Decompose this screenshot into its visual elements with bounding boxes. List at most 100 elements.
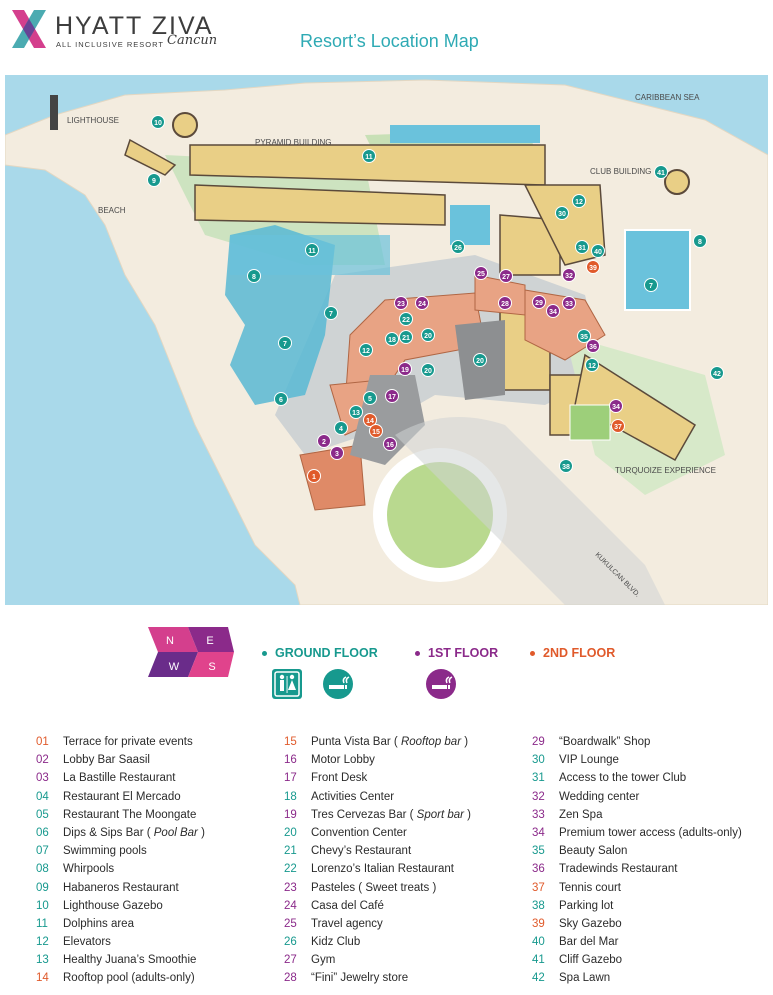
legend-item-name: Healthy Juana’s Smoothie — [63, 954, 197, 967]
map-marker-29[interactable]: 29 — [532, 295, 546, 309]
svg-text:7: 7 — [649, 283, 653, 290]
map-marker-38[interactable]: 38 — [559, 459, 573, 473]
map-marker-34[interactable]: 34 — [546, 304, 560, 318]
map-marker-11[interactable]: 11 — [362, 149, 376, 163]
map-marker-7[interactable]: 7 — [644, 278, 658, 292]
map-label-pyramid: PYRAMID BUILDING — [255, 138, 331, 147]
map-marker-7[interactable]: 7 — [324, 306, 338, 320]
map-marker-15[interactable]: 15 — [369, 424, 383, 438]
map-marker-18[interactable]: 18 — [385, 332, 399, 346]
map-marker-25[interactable]: 25 — [474, 266, 488, 280]
map-marker-30[interactable]: 30 — [555, 206, 569, 220]
map-marker-4[interactable]: 4 — [334, 421, 348, 435]
map-marker-37[interactable]: 37 — [611, 419, 625, 433]
map-marker-12[interactable]: 12 — [572, 194, 586, 208]
map-marker-33[interactable]: 33 — [562, 296, 576, 310]
svg-text:3: 3 — [335, 451, 339, 458]
map-marker-20[interactable]: 20 — [421, 363, 435, 377]
legend-item-name: Rooftop pool (adults-only) — [63, 972, 195, 985]
map-marker-41[interactable]: 41 — [654, 165, 668, 179]
restroom-icon — [272, 669, 302, 699]
legend-item-number: 01 — [36, 736, 49, 748]
map-marker-3[interactable]: 3 — [330, 446, 344, 460]
brand-tagline: ALL INCLUSIVE RESORT — [56, 40, 164, 49]
map-marker-7[interactable]: 7 — [278, 336, 292, 350]
legend-item-name: Bar del Mar — [559, 936, 619, 949]
legend-item-number: 06 — [36, 826, 49, 839]
map-marker-39[interactable]: 39 — [586, 260, 600, 274]
legend-item-name: Travel agency — [311, 917, 383, 930]
legend-item-name: Dolphins area — [63, 917, 134, 930]
svg-text:8: 8 — [698, 239, 702, 246]
legend-item-number: 09 — [36, 881, 49, 894]
svg-text:26: 26 — [454, 245, 462, 252]
map-marker-19[interactable]: 19 — [398, 362, 412, 376]
map-marker-16[interactable]: 16 — [383, 437, 397, 451]
legend-item-name: Cliff Gazebo — [559, 954, 623, 967]
map-marker-22[interactable]: 22 — [399, 312, 413, 326]
map-marker-5[interactable]: 5 — [363, 391, 377, 405]
legend-item-name: Whirpools — [63, 863, 115, 876]
map-marker-35[interactable]: 35 — [577, 329, 591, 343]
svg-text:21: 21 — [402, 335, 410, 342]
legend-item-number: 17 — [284, 772, 297, 785]
svg-text:5: 5 — [368, 396, 372, 403]
svg-text:20: 20 — [424, 368, 432, 375]
legend-item-name: Premium tower access (adults-only) — [559, 826, 742, 839]
map-marker-10[interactable]: 10 — [151, 115, 165, 129]
legend-item-number: 10 — [36, 899, 49, 912]
compass-n: N — [166, 635, 174, 647]
map-marker-17[interactable]: 17 — [385, 389, 399, 403]
legend-item-number: 13 — [36, 954, 49, 967]
map-marker-1[interactable]: 1 — [307, 469, 321, 483]
map-marker-11[interactable]: 11 — [305, 243, 319, 257]
map-marker-6[interactable]: 6 — [274, 392, 288, 406]
map-marker-8[interactable]: 8 — [693, 234, 707, 248]
map-marker-23[interactable]: 23 — [394, 296, 408, 310]
map-marker-9[interactable]: 9 — [147, 173, 161, 187]
legend-item-number: 33 — [532, 808, 545, 821]
legend-item: 13 Healthy Juana’s Smoothie — [36, 951, 205, 969]
map-marker-12[interactable]: 12 — [585, 358, 599, 372]
map-marker-34[interactable]: 34 — [609, 399, 623, 413]
legend-item-name: Tennis court — [559, 881, 622, 894]
map-marker-42[interactable]: 42 — [710, 366, 724, 380]
legend-item-number: 36 — [532, 863, 545, 876]
map-marker-13[interactable]: 13 — [349, 405, 363, 419]
brand-name: HYATT ZIVA — [55, 12, 214, 40]
map-marker-40[interactable]: 40 — [591, 244, 605, 258]
map-marker-27[interactable]: 27 — [499, 269, 513, 283]
legend-item-name: Sky Gazebo — [559, 917, 622, 930]
map-marker-28[interactable]: 28 — [498, 296, 512, 310]
map-marker-20[interactable]: 20 — [473, 353, 487, 367]
svg-text:41: 41 — [657, 170, 665, 177]
legend-item-number: 11 — [36, 917, 48, 930]
legend-item-name: Tres Cervezas Bar ( Sport bar ) — [311, 808, 472, 821]
map-marker-26[interactable]: 26 — [451, 240, 465, 254]
map-marker-32[interactable]: 32 — [562, 268, 576, 282]
map-marker-14[interactable]: 14 — [363, 413, 377, 427]
legend-item-name: Lighthouse Gazebo — [63, 899, 163, 912]
map-marker-31[interactable]: 31 — [575, 240, 589, 254]
map-marker-20[interactable]: 20 — [421, 328, 435, 342]
map-marker-2[interactable]: 2 — [317, 434, 331, 448]
map-marker-24[interactable]: 24 — [415, 296, 429, 310]
map-marker-21[interactable]: 21 — [399, 330, 413, 344]
map-marker-36[interactable]: 36 — [586, 339, 600, 353]
svg-text:42: 42 — [713, 371, 721, 378]
map-marker-12[interactable]: 12 — [359, 343, 373, 357]
legend-item-number: 16 — [284, 754, 297, 767]
svg-text:34: 34 — [612, 404, 620, 411]
map-marker-8[interactable]: 8 — [247, 269, 261, 283]
